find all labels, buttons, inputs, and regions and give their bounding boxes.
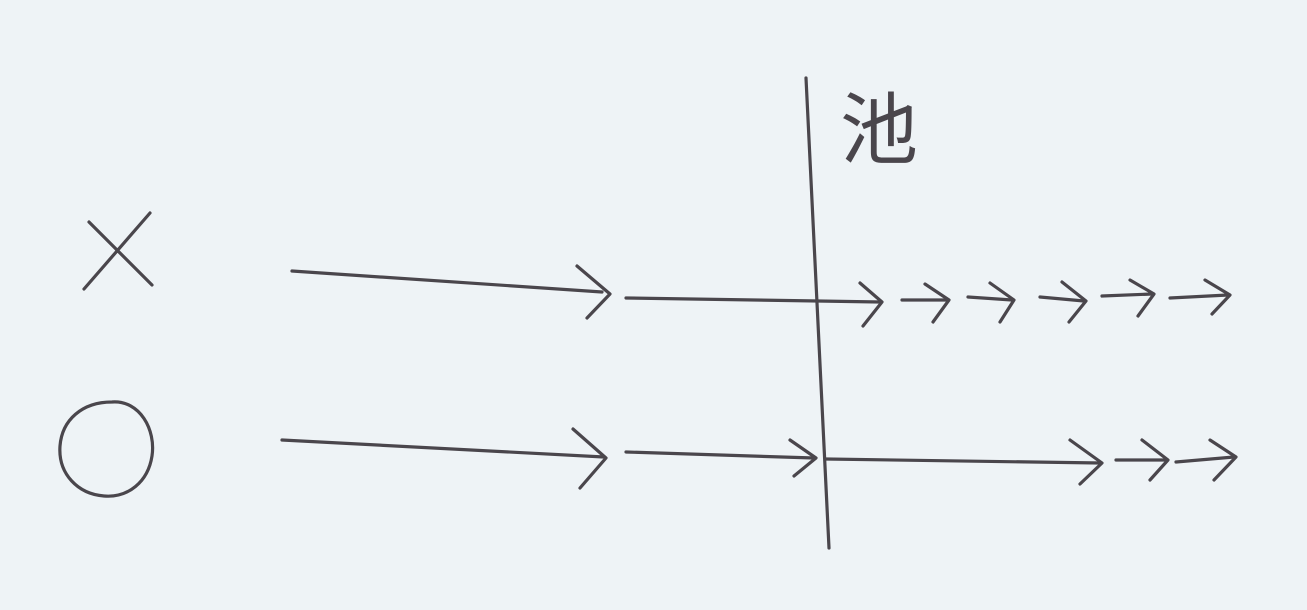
row-x-arrows-before	[290, 264, 820, 320]
arrow	[1114, 438, 1170, 482]
arrow	[816, 281, 884, 328]
arrow	[900, 282, 951, 324]
row-x-arrows-after	[816, 278, 1232, 328]
arrow	[1038, 280, 1088, 324]
arrow	[624, 296, 820, 303]
arrow	[624, 438, 818, 478]
arrow	[966, 281, 1016, 324]
arrow	[824, 438, 1104, 486]
row-o-arrows-after	[824, 438, 1238, 486]
row-o-arrows-before	[280, 427, 818, 490]
arrow	[290, 264, 612, 320]
circle-icon	[58, 400, 155, 498]
arrow	[1174, 438, 1238, 482]
arrow	[1168, 278, 1232, 316]
arrow	[280, 427, 608, 490]
x-mark-icon	[82, 211, 154, 291]
pond-label: 池	[840, 86, 919, 176]
arrow	[1100, 278, 1156, 318]
divider-line	[804, 76, 831, 550]
